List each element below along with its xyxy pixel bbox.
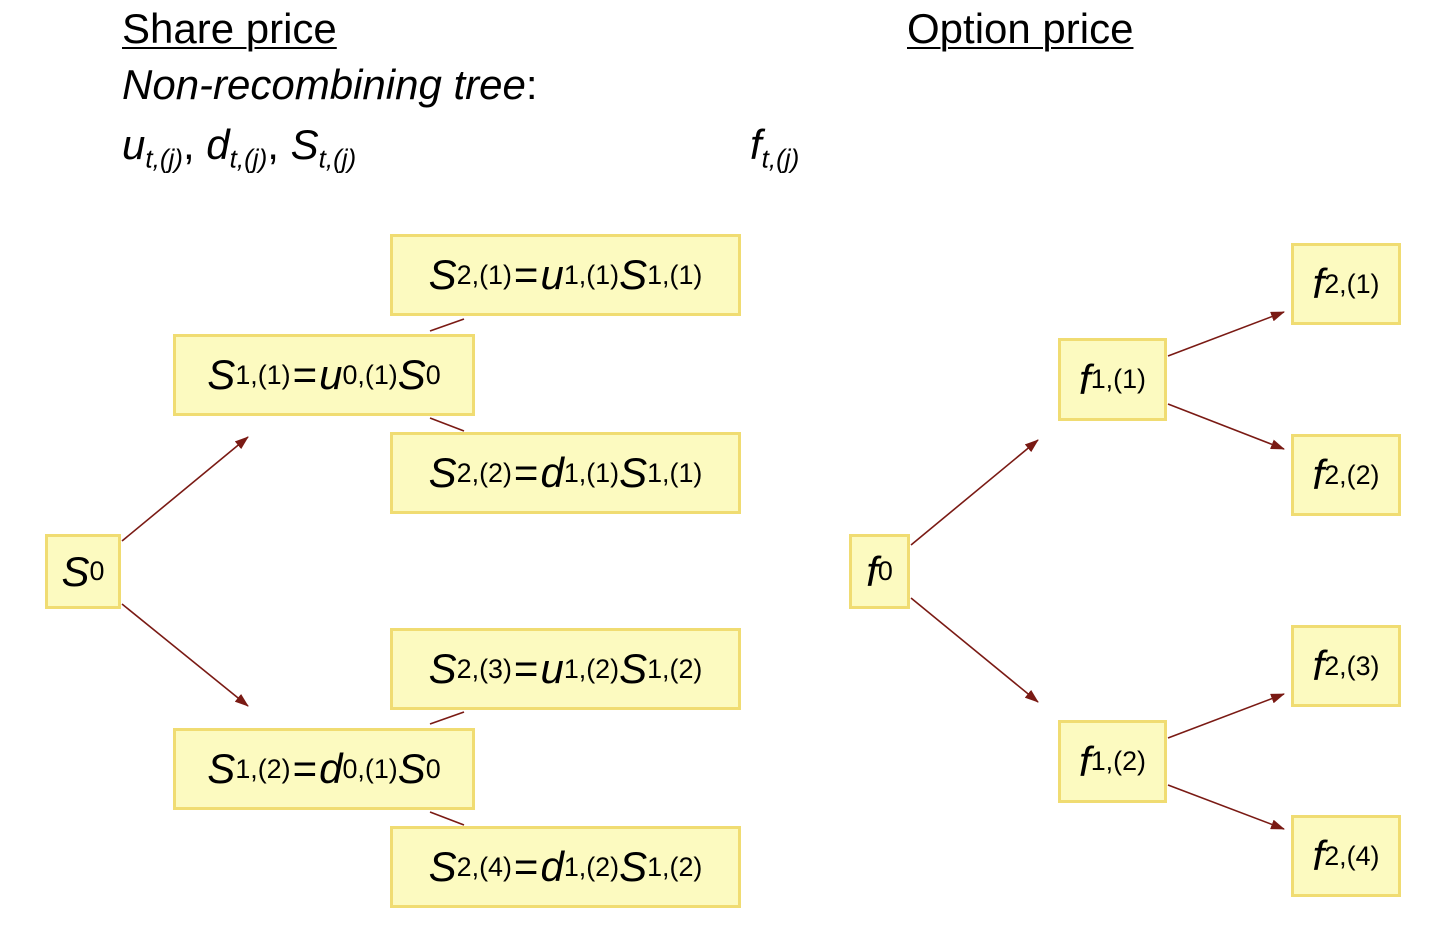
var-d: dt,(j)	[206, 121, 268, 174]
option-price-heading: Option price	[907, 5, 1134, 52]
var-s: St,(j)	[290, 121, 357, 174]
edge-f11-f22	[1167, 403, 1285, 450]
tree-type-label: Non-recombining tree	[122, 61, 526, 108]
edge-s0-s11	[121, 436, 249, 542]
edge-f0-f12	[910, 597, 1039, 703]
edge-s11-s21	[429, 318, 465, 332]
edge-f0-f11	[910, 439, 1039, 546]
share-variables: ut,(j), dt,(j), St,(j)	[122, 121, 357, 174]
option-variable: ft,(j)	[750, 121, 800, 174]
tree-type-subtitle: Non-recombining tree:	[122, 62, 538, 108]
edge-f12-f23	[1167, 693, 1285, 739]
edge-s12-s24	[429, 811, 465, 826]
tree-type-colon: :	[525, 61, 538, 108]
edge-s12-s23	[429, 711, 465, 725]
edge-s11-s22	[429, 417, 465, 432]
var-u: ut,(j)	[122, 121, 183, 174]
share-price-heading: Share price	[122, 5, 337, 52]
edge-s0-s12	[121, 603, 249, 707]
edge-f11-f21	[1167, 311, 1285, 357]
edge-f12-f24	[1167, 784, 1285, 830]
